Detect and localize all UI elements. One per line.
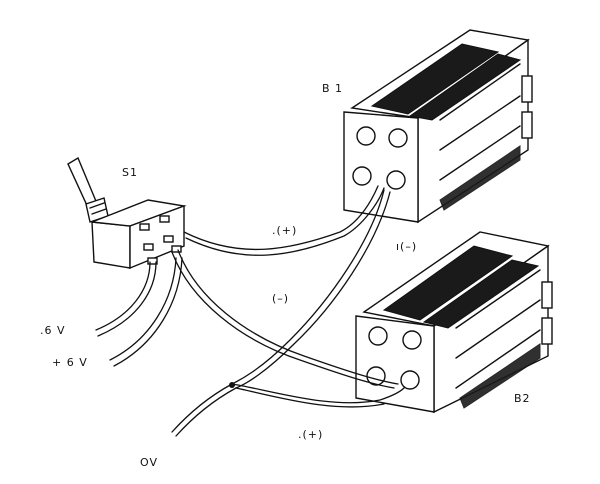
- label-plus-b2: .(+): [298, 428, 323, 441]
- label-plus-6v: + 6 V: [52, 356, 88, 369]
- wires: [95, 185, 405, 437]
- label-0v: OV: [140, 456, 158, 469]
- label-s1: S1: [122, 166, 138, 179]
- battery-holder-b1: [343, 29, 533, 224]
- junction-dot: [229, 382, 235, 388]
- battery-holder-b2: [355, 231, 553, 414]
- label-minus-6v: .6 V: [40, 324, 66, 337]
- label-plus-b1: .(+): [272, 224, 297, 237]
- label-minus-b1: ı(–): [396, 240, 417, 253]
- toggle-switch-s1: [67, 156, 187, 270]
- label-minus-mid: (–): [272, 292, 289, 305]
- label-b2: B2: [514, 392, 531, 405]
- label-b1: B 1: [322, 82, 343, 95]
